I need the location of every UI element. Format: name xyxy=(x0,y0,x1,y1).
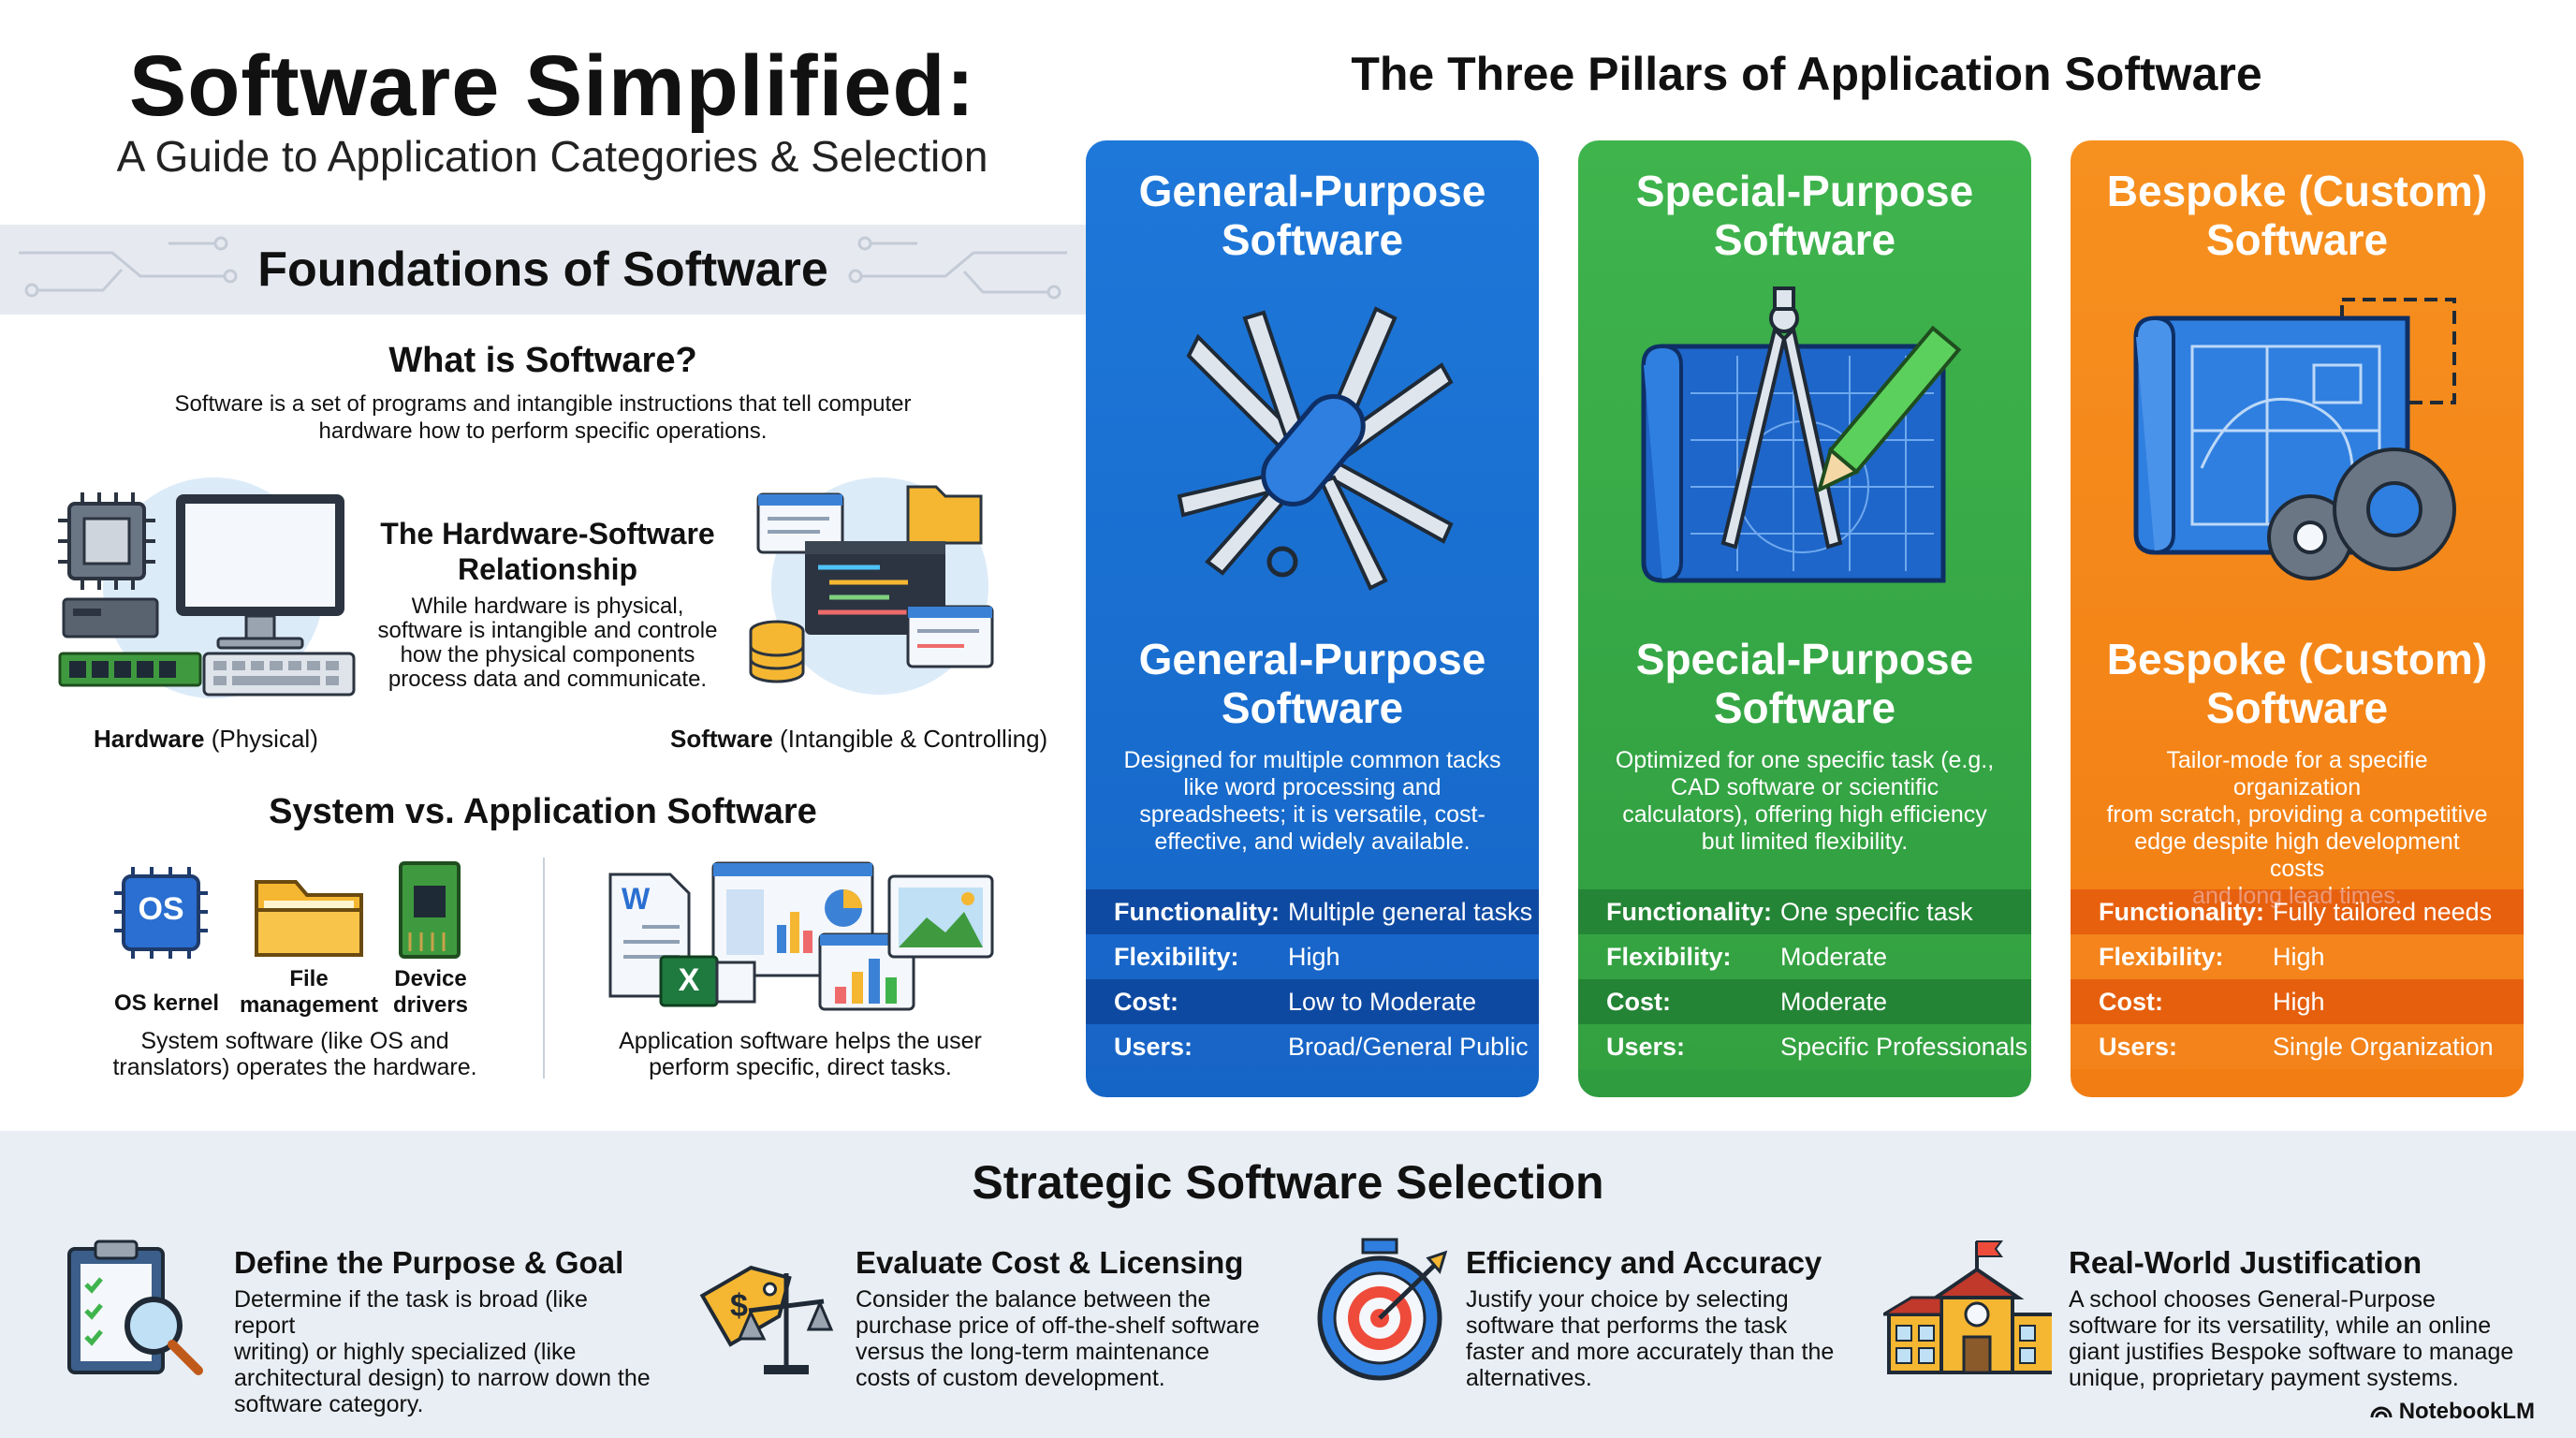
keyboard-icon xyxy=(202,652,356,697)
pillar-special-attributes: Functionality:One specific task Flexibil… xyxy=(1578,889,2031,1069)
application-software-desc-line-2: perform specific, direct tasks. xyxy=(649,1054,952,1080)
device-driver-board-icon xyxy=(391,858,470,962)
software-illustration xyxy=(739,466,1002,710)
excel-icon xyxy=(659,955,756,1007)
relationship-body-line-4: process data and communicate. xyxy=(388,667,708,692)
pillars-heading: The Three Pillars of Application Softwar… xyxy=(1351,48,2262,100)
cpu-chip-icon xyxy=(58,492,155,590)
hardware-illustration xyxy=(54,466,363,710)
strategic-heading: Strategic Software Selection xyxy=(972,1156,1604,1209)
section-divider xyxy=(543,858,545,1078)
what-is-software-heading: What is Software? xyxy=(388,341,697,380)
clipboard-magnifier-icon xyxy=(60,1236,210,1386)
attribute-row: Cost:Moderate xyxy=(1578,979,2031,1024)
monitor-icon xyxy=(176,494,344,650)
circuit-decoration-icon xyxy=(19,236,1067,300)
pillar-special-description: Optimized for one specific task (e.g.,CA… xyxy=(1615,747,1995,855)
relationship-body-line-3: how the physical components xyxy=(400,642,695,668)
software-caption: Software (Intangible & Controlling) xyxy=(670,725,1048,753)
database-icon xyxy=(749,620,805,683)
strategy-2-title: Evaluate Cost & Licensing xyxy=(856,1245,1244,1280)
strategic-section-background xyxy=(0,1131,2576,1438)
pillar-bespoke-title: Bespoke (Custom)Software xyxy=(2106,167,2488,264)
attribute-row: Cost:Low to Moderate xyxy=(1086,979,1539,1024)
pillar-bespoke-name: Bespoke (Custom)Software xyxy=(2106,635,2488,732)
ram-stick-icon xyxy=(58,652,202,687)
page-subtitle: A Guide to Application Categories & Sele… xyxy=(116,132,988,181)
attribute-row: Users:Broad/General Public xyxy=(1086,1024,1539,1069)
stopwatch-target-icon xyxy=(1305,1236,1455,1386)
price-tag-scale-icon: $ xyxy=(683,1236,834,1386)
what-is-software-line-1: Software is a set of programs and intang… xyxy=(174,391,912,417)
excel-icon-letter: X xyxy=(678,962,700,998)
application-windows-illustration: W X xyxy=(605,856,998,1015)
attribute-row: Cost:High xyxy=(2071,979,2524,1024)
relationship-body-line-2: software is intangible and controle xyxy=(377,618,718,643)
image-window-icon xyxy=(887,874,994,959)
pillar-bespoke-custom: Bespoke (Custom)Software Bespoke (Custom… xyxy=(2071,140,2524,1097)
foundations-heading: Foundations of Software xyxy=(257,242,828,297)
strategy-1-body: Determine if the task is broad (like rep… xyxy=(234,1286,651,1417)
svg-text:$: $ xyxy=(730,1288,748,1324)
attribute-row: Flexibility:High xyxy=(2071,934,2524,979)
relationship-body-line-1: While hardware is physical, xyxy=(411,594,684,619)
attribute-row: Users:Specific Professionals xyxy=(1578,1024,2031,1069)
pillar-general-attributes: Functionality:Multiple general tasks Fle… xyxy=(1086,889,1539,1069)
attribute-row: Flexibility:Moderate xyxy=(1578,934,2031,979)
system-vs-application-heading: System vs. Application Software xyxy=(269,792,817,831)
attribute-row: Users:Single Organization xyxy=(2071,1024,2524,1069)
strategy-3-title: Efficiency and Accuracy xyxy=(1466,1245,1822,1280)
notebooklm-brand: NotebookLM xyxy=(2369,1399,2535,1426)
hardware-caption: Hardware (Physical) xyxy=(94,725,318,753)
system-software-desc-line-2: translators) operates the hardware. xyxy=(112,1054,477,1080)
pillar-bespoke-attributes: Functionality:Fully tailored needs Flexi… xyxy=(2071,889,2524,1069)
file-management-label-line-2: management xyxy=(239,992,379,1018)
attribute-row: Functionality:One specific task xyxy=(1578,889,2031,934)
strategy-1-title: Define the Purpose & Goal xyxy=(234,1245,624,1280)
os-kernel-label: OS kernel xyxy=(113,990,220,1016)
page-title: Software Simplified: xyxy=(128,38,976,134)
device-drivers-label-line-1: Device xyxy=(394,966,467,991)
notebooklm-logo-icon xyxy=(2369,1400,2393,1426)
blueprint-gears-icon xyxy=(2127,281,2467,618)
word-icon-letter: W xyxy=(622,882,651,916)
device-drivers-label-line-2: drivers xyxy=(392,992,469,1018)
attribute-row: Functionality:Fully tailored needs xyxy=(2071,889,2524,934)
attribute-row: Flexibility:High xyxy=(1086,934,1539,979)
school-building-icon xyxy=(1878,1236,2067,1386)
file-management-label-line-1: File xyxy=(289,966,329,991)
strategy-4-title: Real-World Justification xyxy=(2069,1245,2422,1280)
folder-icon xyxy=(249,863,371,964)
system-software-desc-line-1: System software (like OS and xyxy=(140,1028,449,1054)
relationship-heading-line-2: Relationship xyxy=(457,552,637,586)
folder-icon xyxy=(906,485,983,545)
swiss-army-knife-icon xyxy=(1142,281,1483,618)
foundations-banner xyxy=(0,225,1086,315)
os-icon-label: OS xyxy=(138,891,184,927)
blueprint-compass-icon xyxy=(1634,281,1975,618)
what-is-software-line-2: hardware how to perform specific operati… xyxy=(318,418,768,444)
relationship-heading-line-1: The Hardware-Software xyxy=(380,517,715,550)
os-kernel-icon: OS xyxy=(105,861,228,964)
attribute-row: Functionality:Multiple general tasks xyxy=(1086,889,1539,934)
application-software-desc-line-1: Application software helps the user xyxy=(619,1028,982,1054)
